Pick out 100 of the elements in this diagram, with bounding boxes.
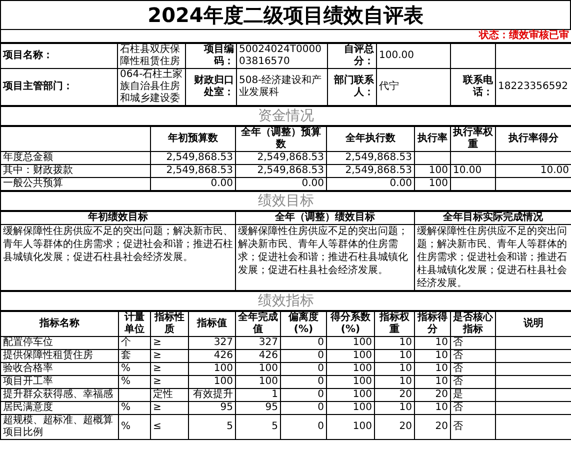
data-value: ≥: [150, 376, 188, 388]
data-value: 有效提升: [188, 388, 236, 402]
field-label: 项目主管部门：: [0, 68, 118, 106]
row-label: 一般公共预算: [0, 178, 150, 190]
data-value: 否: [450, 362, 496, 376]
data-value: 2,549,868.53: [326, 152, 414, 164]
data-value: 否: [450, 402, 496, 414]
column-header: 指标值: [188, 312, 236, 336]
data-value: %: [118, 414, 150, 440]
data-value: 10: [374, 336, 414, 350]
data-value: 2,549,868.53: [150, 152, 236, 164]
data-value: 100: [326, 388, 374, 402]
data-value: 100: [326, 350, 374, 362]
page-title: 2024年度二级项目绩效自评表: [0, 0, 571, 29]
data-value: 10: [414, 376, 450, 388]
row-label: 提供保障性租赁住房: [0, 350, 118, 362]
data-value: 327: [188, 336, 236, 350]
field-value: 100.00: [376, 44, 450, 68]
status-text: 状态：绩效审核已审: [0, 30, 571, 42]
row-label: 居民满意度: [0, 402, 118, 414]
data-value: 否: [450, 376, 496, 388]
data-value: 10: [414, 362, 450, 376]
column-header: 指标性质: [150, 312, 188, 336]
column-header: 全年（调整）预算数: [236, 126, 326, 152]
column-header: 全年（调整）绩效目标: [236, 212, 414, 224]
data-value: 5: [236, 414, 280, 440]
data-value: 100: [326, 376, 374, 388]
data-value: 10.00: [496, 164, 571, 178]
goal-text: 缓解保障性住房供应不足的突出问题；解决新市民、青年人等群体的住房需求；促进社会和谐；推进石柱县城镇化发展；促进石柱县社会经济发展。: [414, 224, 571, 290]
column-header: 全年目标实际完成情况: [414, 212, 571, 224]
data-value: 10: [414, 402, 450, 414]
data-value: 定性: [150, 388, 188, 402]
data-value: 否: [450, 350, 496, 362]
section-heading: 绩效目标: [0, 192, 571, 210]
data-value: %: [118, 402, 150, 414]
data-value: 否: [450, 336, 496, 350]
data-value: 0: [280, 402, 326, 414]
data-value: 100: [236, 362, 280, 376]
data-value: 2,549,868.53: [326, 164, 414, 178]
field-label: 项目编码：: [186, 44, 236, 68]
row-label: 验收合格率: [0, 362, 118, 376]
data-value: 100: [188, 376, 236, 388]
row-label: 项目开工率: [0, 376, 118, 388]
data-value: 10: [374, 362, 414, 376]
column-header: 全年完成值: [236, 312, 280, 336]
data-value: ≥: [150, 336, 188, 350]
data-value: 10: [374, 376, 414, 388]
column-header: 指标得分: [414, 312, 450, 336]
data-value: 100: [326, 414, 374, 440]
field-value: 石柱县双庆保障性租赁住房: [118, 44, 186, 68]
data-value: 0: [280, 336, 326, 350]
data-value: 0: [280, 376, 326, 388]
row-label: 其中：财政拨款: [0, 164, 150, 178]
data-value: 100: [236, 376, 280, 388]
data-value: 0: [280, 350, 326, 362]
field-label: 联系电话：: [450, 68, 496, 106]
data-value: 10: [414, 336, 450, 350]
data-value: 否: [450, 414, 496, 440]
data-value: 20: [414, 414, 450, 440]
data-value: 100: [326, 402, 374, 414]
data-value: ≥: [150, 402, 188, 414]
column-header: 指标名称: [0, 312, 118, 336]
row-label: 超规模、超标准、超概算项目比例: [0, 414, 118, 440]
column-header: 执行率: [414, 126, 450, 152]
data-value: 2,549,868.53: [236, 164, 326, 178]
data-value: ≤: [150, 414, 188, 440]
data-value: ≥: [150, 350, 188, 362]
data-value: 0.00: [150, 178, 236, 190]
column-header: 执行率得分: [496, 126, 571, 152]
field-label: 部门联系人：: [328, 68, 376, 106]
data-value: 20: [374, 414, 414, 440]
column-header: 是否核心指标: [450, 312, 496, 336]
data-value: 100: [188, 362, 236, 376]
data-value: 100: [414, 164, 450, 178]
data-value: ≥: [150, 362, 188, 376]
row-label: 配置停车位: [0, 336, 118, 350]
data-value: 0: [280, 388, 326, 402]
column-header: 执行率权重: [450, 126, 496, 152]
row-label: 年度总金额: [0, 152, 150, 164]
data-value: 327: [236, 336, 280, 350]
data-value: 5: [188, 414, 236, 440]
field-value: 508-经济建设和产业发展科: [236, 68, 328, 106]
data-value: 0.00: [236, 178, 326, 190]
data-value: 95: [236, 402, 280, 414]
data-value: 100: [326, 336, 374, 350]
data-value: 2,549,868.53: [150, 164, 236, 178]
column-header: 年初绩效目标: [0, 212, 236, 224]
data-value: 95: [188, 402, 236, 414]
data-value: 10: [414, 350, 450, 362]
data-value: 426: [188, 350, 236, 362]
data-value: 100: [326, 362, 374, 376]
data-value: 个: [118, 336, 150, 350]
field-value: 50024024T000003816570: [236, 44, 328, 68]
field-value: 064-石柱土家族自治县住房和城乡建设委: [118, 68, 186, 106]
section-heading: 资金情况: [0, 106, 571, 126]
data-value: 10.00: [450, 164, 496, 178]
section-heading: 绩效指标: [0, 292, 571, 310]
data-value: 100: [414, 178, 450, 190]
field-value: 代宁: [376, 68, 450, 106]
data-value: 0: [280, 414, 326, 440]
